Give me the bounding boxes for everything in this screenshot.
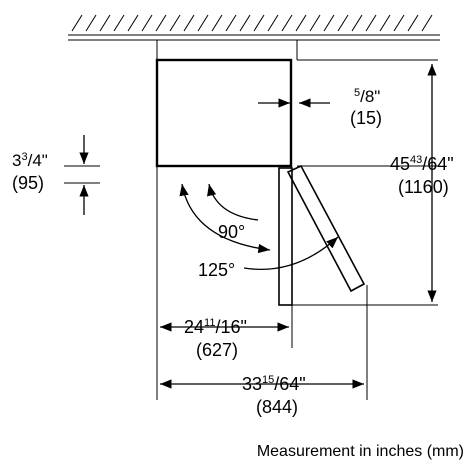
depth-open-numerator: 15 xyxy=(262,374,274,386)
height-denominator: /64" xyxy=(422,154,453,174)
label-height: 4543/64" (1160) xyxy=(390,154,454,197)
extension-lines xyxy=(64,59,438,400)
gap-side-mm: (15) xyxy=(350,108,382,128)
label-gap-top: 33/4" (95) xyxy=(12,151,48,193)
label-gap-side: 5/8" (15) xyxy=(350,87,382,128)
swing-arcs xyxy=(179,183,339,271)
svg-text:2411/16": 2411/16" xyxy=(184,317,247,337)
height-mm: (1160) xyxy=(398,177,449,197)
depth-open-mm: (844) xyxy=(256,397,298,417)
appliance-body xyxy=(155,58,293,168)
depth-closed-numerator: 11 xyxy=(204,317,215,329)
svg-text:3315/64": 3315/64" xyxy=(242,374,306,394)
depth-closed-whole: 24 xyxy=(184,317,204,337)
gap-top-numerator: 3 xyxy=(21,151,27,163)
svg-text:4543/64": 4543/64" xyxy=(390,154,454,174)
door-closed xyxy=(278,167,293,306)
gap-top-mm: (95) xyxy=(12,173,44,193)
gap-top-whole: 3 xyxy=(12,151,21,170)
countertop-hatching xyxy=(68,14,440,41)
height-numerator: 43 xyxy=(410,154,422,166)
measurement-caption: Measurement in inches (mm) xyxy=(257,443,464,460)
depth-closed-denominator: /16" xyxy=(215,317,246,337)
door-open xyxy=(286,164,366,293)
height-whole: 45 xyxy=(390,154,410,174)
cabinet-walls xyxy=(156,40,298,60)
dimension-arrows xyxy=(79,64,437,389)
svg-text:33/4": 33/4" xyxy=(12,151,48,170)
depth-open-denominator: /64" xyxy=(274,374,305,394)
label-depth-closed: 2411/16" (627) xyxy=(184,317,247,360)
angle-125: 125° xyxy=(198,260,235,280)
label-depth-open: 3315/64" (844) xyxy=(242,374,306,417)
depth-open-whole: 33 xyxy=(242,374,262,394)
angle-90: 90° xyxy=(218,222,245,242)
gap-side-numerator: 5 xyxy=(354,87,360,99)
svg-text:5/8": 5/8" xyxy=(354,87,380,106)
depth-closed-mm: (627) xyxy=(196,340,238,360)
gap-top-denominator: /4" xyxy=(28,151,48,170)
gap-side-denominator: /8" xyxy=(360,87,380,106)
